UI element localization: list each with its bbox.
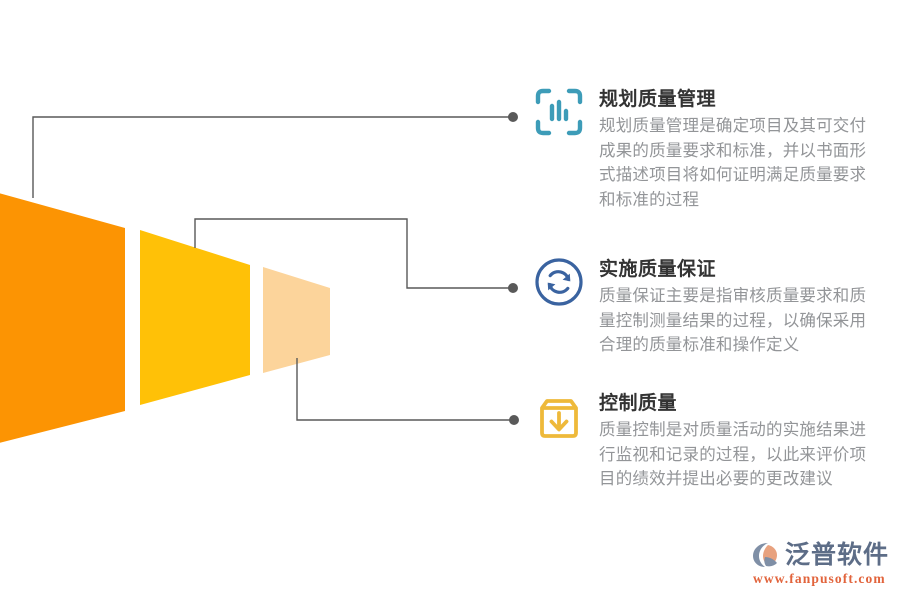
connector-dot-3 — [509, 415, 519, 425]
item-title: 控制质量 — [599, 393, 678, 414]
brand-logo: 泛普软件 www.fanpusoft.com — [752, 540, 892, 590]
connector-dot-1 — [508, 112, 518, 122]
diagram-item-control-quality: 控制质量 质量控制是对质量活动的实施结果进行监视和记录的过程，以此来评价项目的绩… — [533, 390, 883, 492]
fanpu-logo-mark-icon — [753, 543, 777, 567]
item-description: 质量控制是对质量活动的实施结果进行监视和记录的过程，以此来评价项目的绩效并提出必… — [599, 421, 867, 488]
item-description: 规划质量管理是确定项目及其可交付成果的质量要求和标准，并以书面形式描述项目将如何… — [599, 117, 867, 209]
connector-line-3 — [296, 358, 512, 421]
sync-refresh-circle-icon — [533, 256, 585, 308]
connector-line-2 — [194, 218, 511, 289]
item-description: 质量保证主要是指审核质量要求和质量控制测量结果的过程，以确保采用合理的质量标准和… — [599, 287, 867, 354]
funnel-stage-1 — [0, 193, 125, 443]
archive-box-down-arrow-icon — [533, 390, 585, 442]
funnel-stage-2 — [140, 230, 250, 405]
connector-line-1 — [32, 116, 511, 198]
item-title: 实施质量保证 — [599, 259, 717, 280]
item-text-block: 实施质量保证 质量保证主要是指审核质量要求和质量控制测量结果的过程，以确保采用合… — [599, 256, 883, 358]
logo-row: 泛普软件 — [752, 540, 889, 570]
funnel-stage-3 — [263, 267, 330, 373]
diagram-item-perform-quality-assurance: 实施质量保证 质量保证主要是指审核质量要求和质量控制测量结果的过程，以确保采用合… — [533, 256, 883, 358]
item-text-block: 控制质量 质量控制是对质量活动的实施结果进行监视和记录的过程，以此来评价项目的绩… — [599, 390, 883, 492]
logo-brand-name: 泛普软件 — [785, 541, 890, 569]
diagram-item-plan-quality-management: 规划质量管理 规划质量管理是确定项目及其可交付成果的质量要求和标准，并以书面形式… — [533, 86, 883, 212]
bar-chart-bracket-icon — [533, 86, 585, 138]
connector-dot-2 — [508, 283, 518, 293]
logo-url: www.fanpusoft.com — [753, 571, 886, 586]
item-text-block: 规划质量管理 规划质量管理是确定项目及其可交付成果的质量要求和标准，并以书面形式… — [599, 86, 883, 212]
item-title: 规划质量管理 — [599, 89, 717, 110]
